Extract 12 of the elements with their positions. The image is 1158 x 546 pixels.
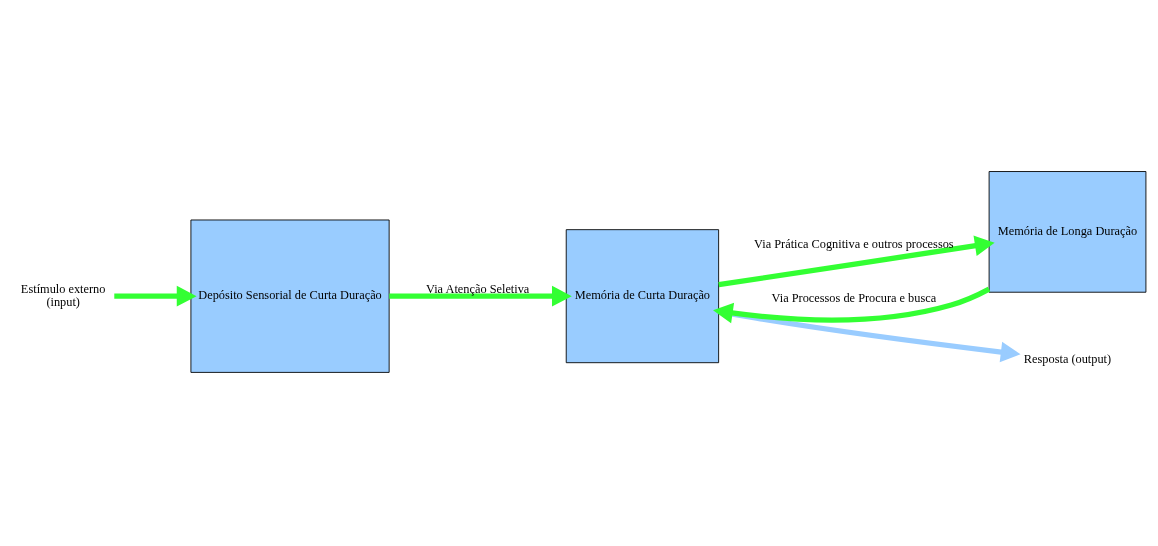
node-box: Depósito Sensorial de Curta Duração [190, 219, 390, 373]
node-text: Resposta (output) [1023, 351, 1112, 366]
node-box: Memória de Curta Duração [565, 228, 720, 363]
edge-label: Via Atenção Seletiva [426, 281, 530, 296]
arrow [718, 235, 995, 287]
arrow [713, 286, 991, 323]
edge-label: Via Processos de Procura e busca [771, 290, 937, 305]
arrow [114, 285, 197, 307]
arrow [389, 285, 572, 307]
node-text: Estímulo externo (input) [20, 281, 106, 309]
edge-label: Via Prática Cognitiva e outros processos [754, 236, 954, 251]
node-box: Memória de Longa Duração [988, 170, 1147, 293]
